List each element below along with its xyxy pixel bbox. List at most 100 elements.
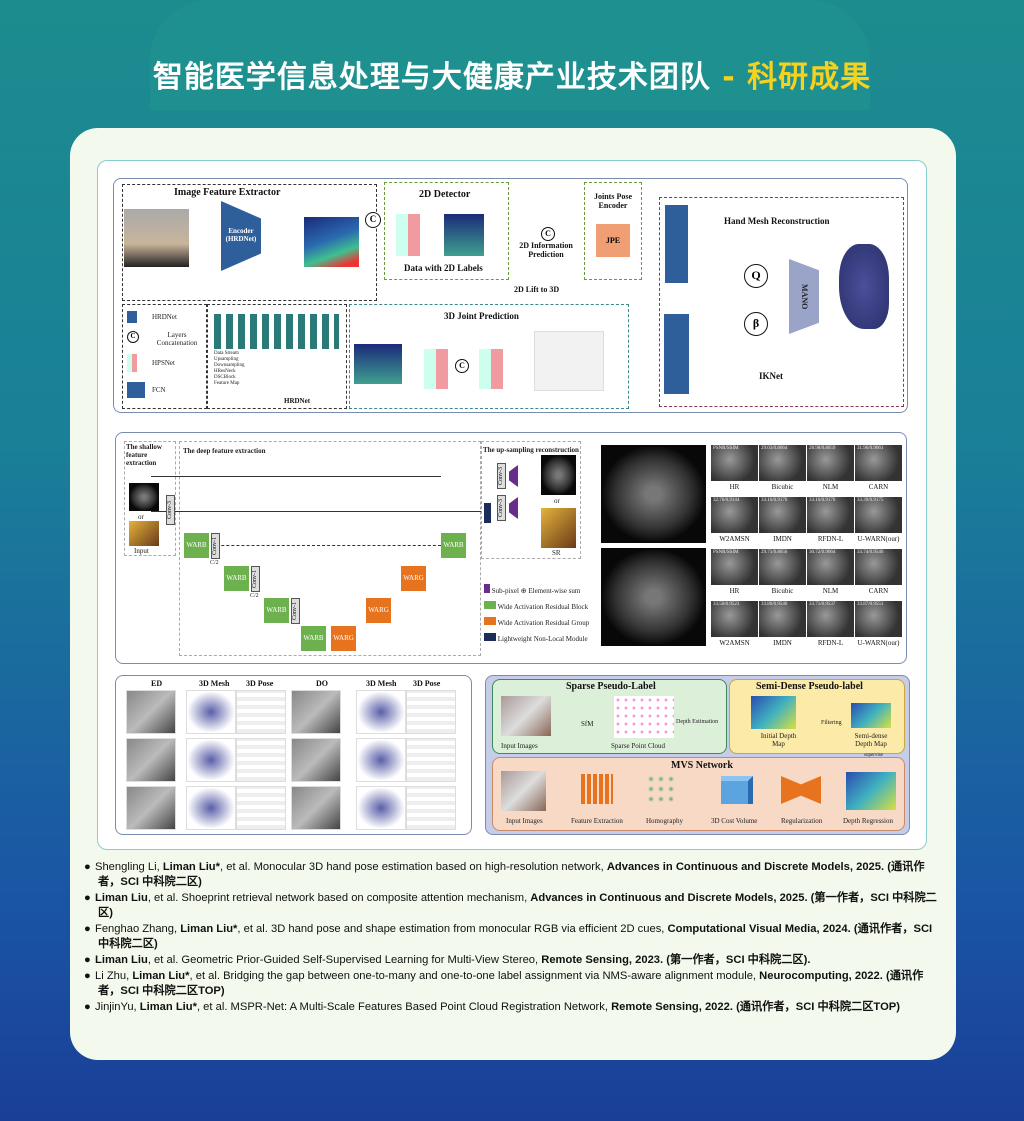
sr-thumbnail: 30.72/0.9064: [807, 549, 854, 585]
psnr-score: 31.96/0.9061: [857, 446, 884, 451]
psnr-score: PSNR/SSIM: [713, 446, 739, 451]
psnr-score: 33.80/0.9546: [761, 602, 788, 607]
label-sparse: Sparse Pseudo-Label: [566, 681, 656, 692]
label-input-images-1: Input Images: [501, 742, 538, 750]
title-sep: -: [710, 60, 748, 95]
psnr-score: 33.87/0.9551: [857, 602, 884, 607]
subpixel-1: [509, 465, 518, 487]
psnr-score: 29.71/0.8656: [761, 550, 788, 555]
method-label: CARN: [868, 483, 889, 491]
non-local-module: [484, 503, 491, 523]
warg-1: WARG: [331, 626, 356, 651]
hand-photo-image: [291, 738, 341, 782]
reference-item: ●Li Zhu, Liman Liu*, et al. Bridging the…: [84, 970, 924, 997]
sr-thumbnail: 31.96/0.9061: [855, 445, 902, 481]
feature-extraction-icon: [581, 774, 613, 804]
label-input: Input: [134, 547, 149, 555]
method-label: IMDN: [773, 639, 792, 647]
detector-heatmap: [444, 214, 484, 256]
method-label: RFDN-L: [817, 639, 844, 647]
label-mvs: MVS Network: [671, 760, 733, 771]
mvs-panel: [492, 757, 905, 831]
hand-pose-image: [236, 738, 286, 782]
warb-5: WARB: [441, 533, 466, 558]
reference-item: ●Liman Liu, et al. Geometric Prior-Guide…: [84, 954, 811, 966]
label-mvs-input: Input Images: [506, 817, 543, 825]
label-or: or: [138, 513, 144, 521]
hpsnet-block-3: [479, 349, 503, 389]
psnr-score: 33.50/0.9523: [713, 602, 740, 607]
label-supervise: supervise: [864, 753, 883, 758]
method-label: NLM: [822, 587, 839, 595]
psnr-score: 33.71/0.9537: [809, 602, 836, 607]
label-upsampling: The up-sampling reconstruction: [483, 446, 579, 454]
concat-icon: C: [365, 212, 381, 228]
sr-thumbnail: 33.74/0.9546: [855, 549, 902, 585]
legend-concat-icon: C: [127, 331, 139, 343]
conv3-up-1: Conv-3: [497, 463, 506, 489]
legend-concat: Layers Concatenation: [156, 331, 198, 347]
figure-mvs: Sparse Pseudo-Label SfM Input Images Spa…: [485, 675, 910, 835]
label-iknet: IKNet: [759, 371, 783, 381]
legend-hpsnet-icon: [127, 354, 137, 372]
hand-mesh-image: [186, 786, 236, 830]
reference-item: ●Shengling Li, Liman Liu*, et al. Monocu…: [84, 861, 925, 888]
method-label: CARN: [868, 587, 889, 595]
mano-block: MANO: [789, 259, 819, 334]
sr-thumbnail: 33.87/0.9551: [855, 601, 902, 637]
label-or-2: or: [554, 497, 560, 505]
label-joints-pose-encoder: Joints Pose Encoder: [594, 192, 632, 210]
header-do: DO: [316, 679, 328, 688]
conv1-2: Conv-1: [251, 566, 260, 592]
label-2d-lift-3d: 2D Lift to 3D: [514, 285, 560, 294]
hrdnet-diagram: [214, 314, 339, 349]
label-shallow: The shallow feature extraction: [126, 443, 162, 467]
sr-thumbnail: PSNR/SSIM: [711, 549, 758, 585]
label-initial-depth-map: Initial Depth Map: [760, 732, 797, 748]
psnr-score: 29.03/0.8664: [761, 446, 788, 451]
method-label: NLM: [822, 483, 839, 491]
psnr-score: 28.98/0.8659: [809, 446, 836, 451]
sr-thumbnail: 28.98/0.8659: [807, 445, 854, 481]
legend-fcn: FCN: [152, 386, 166, 394]
figure-hand-results: ED 3D Mesh 3D Pose DO 3D Mesh 3D Pose: [115, 675, 472, 835]
sr-thumbnail: 32.76/0.9144: [711, 497, 758, 533]
skip-connection-1: [186, 545, 446, 546]
hand-photo-image: [126, 738, 176, 782]
depth-regression-map: [846, 772, 896, 810]
hand-pose-image: [236, 786, 286, 830]
sr-thumbnail: 33.16/0.9170: [807, 497, 854, 533]
subpixel-2: [509, 497, 518, 519]
conv3-up-2: Conv-3: [497, 495, 506, 521]
psnr-score: 33.16/0.9170: [761, 498, 788, 503]
label-semi-dense: Semi-Dense Pseudo-label: [756, 681, 863, 692]
label-hand-mesh: Hand Mesh Reconstruction: [724, 216, 830, 226]
sr-mri: [541, 455, 576, 495]
hand-mesh-image: [839, 244, 889, 329]
label-sparse-point-cloud: Sparse Point Cloud: [611, 742, 666, 750]
hpsnet-block: [396, 214, 420, 256]
label-feature-extraction: Feature Extraction: [571, 817, 623, 825]
hpsnet-block-2: [424, 349, 448, 389]
sr-thumbnail: 33.80/0.9546: [759, 601, 806, 637]
hand-mesh-image: [186, 690, 236, 734]
warb-4: WARB: [301, 626, 326, 651]
warg-2: WARG: [366, 598, 391, 623]
label-deep: The deep feature extraction: [183, 447, 266, 455]
label-sfm: SfM: [581, 720, 594, 728]
sr-thumbnail: 29.71/0.8656: [759, 549, 806, 585]
hand-mesh-image: [356, 786, 406, 830]
method-label: HR: [729, 587, 740, 595]
c2-label-2: C/2: [250, 593, 259, 599]
label-semi-dense-depth-map: Semi-dense Depth Map: [854, 732, 888, 748]
conv1-1: Conv-1: [211, 533, 220, 559]
reference-item: ●Fenghao Zhang, Liman Liu*, et al. 3D ha…: [84, 923, 933, 950]
conv1-3: Conv-1: [291, 598, 300, 624]
header-mesh-2: 3D Mesh: [366, 679, 397, 688]
concat-icon-3: C: [455, 359, 469, 373]
label-data-2d: Data with 2D Labels: [404, 263, 483, 273]
fcn-column-top: [664, 204, 689, 284]
warb-1: WARB: [184, 533, 209, 558]
figure-super-resolution: The shallow feature extraction or Input …: [115, 432, 907, 664]
